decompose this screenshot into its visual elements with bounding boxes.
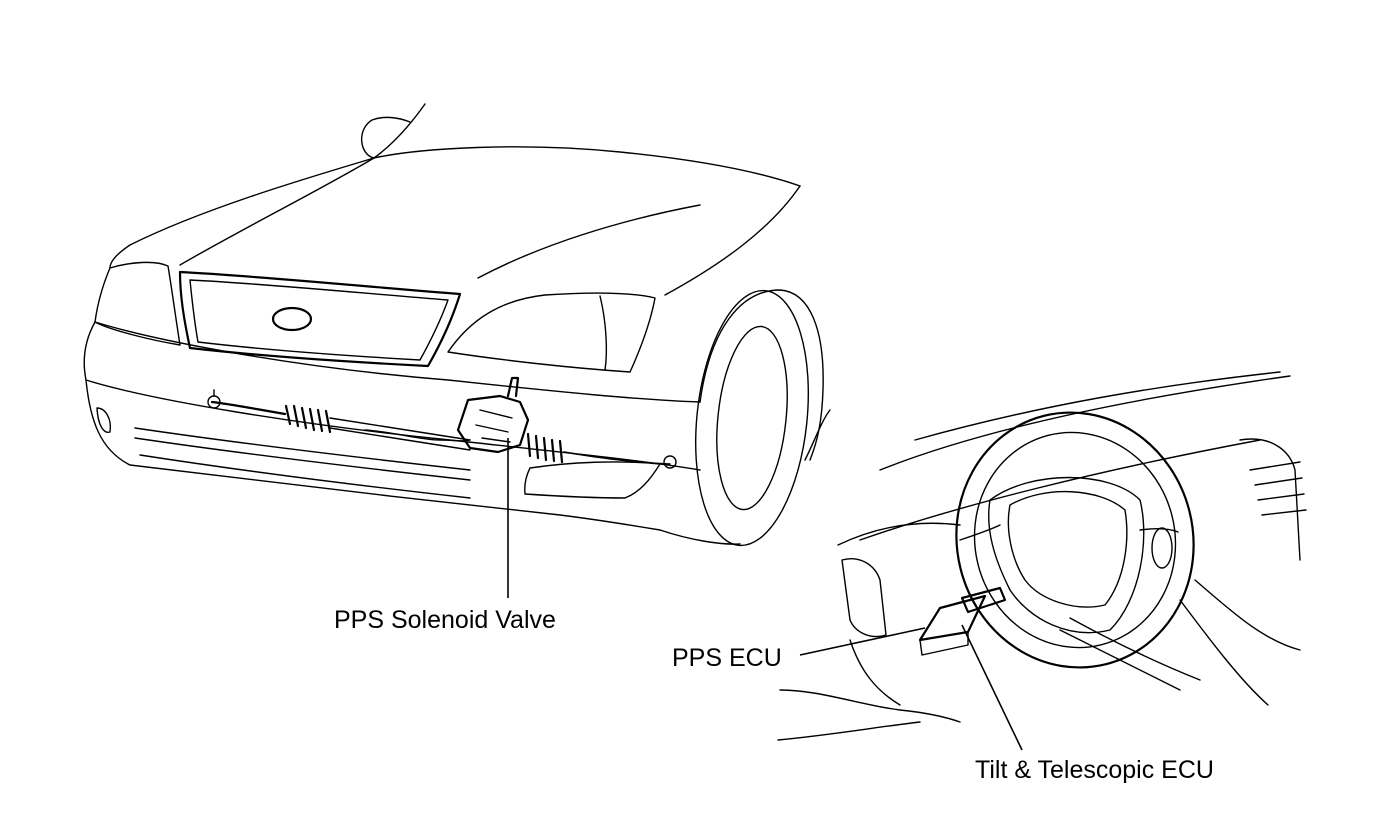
rack-boot-left [284,404,332,434]
headlight-right [447,292,656,373]
windshield-edge [373,103,426,159]
car-front-illustration [83,103,831,598]
bumper-slot-2 [134,437,471,481]
bumper-lower [85,379,701,471]
steering-column [1059,617,1201,691]
vent-right [1239,438,1301,561]
tilt-telescopic-ecu-box [960,586,1007,614]
emblem [271,306,313,332]
headlight-left [94,261,181,346]
bumper-slot-1 [134,427,471,471]
label-tilt-telescopic-ecu: Tilt & Telescopic ECU [975,756,1214,784]
grille-inner [189,279,449,361]
rack-tube [329,417,471,441]
column-switch [1151,527,1173,569]
dashboard-top [879,375,1291,471]
hydraulic-lines [364,429,471,442]
grille-outer [178,270,462,368]
steering-wheel-hub [988,476,1145,634]
fender-right [664,185,801,296]
steering-gear-housing [456,394,530,454]
instrument-panel-left [841,558,887,638]
pinion-shaft [506,376,520,398]
bumper-top [94,321,701,403]
tie-rod-left [210,400,287,416]
steering-spoke-left [959,524,1001,541]
leader-tilt-telescopic-ecu [961,624,1023,751]
leader-pps-ecu [799,627,926,656]
mirror [361,116,411,159]
hood-left-edge [109,157,375,269]
steering-rack [207,376,677,469]
bumper-outline [83,321,661,531]
pps-ecu-box [918,594,987,642]
front-tire [694,289,810,547]
fog-lamp-right [524,461,661,499]
steering-wheel-rim-inner [973,431,1177,649]
front-tire-inner [716,325,788,511]
cluster-hood [837,522,961,546]
bumper-slot-3 [139,454,471,499]
hood-top-edge [373,146,801,187]
steering-wheel-rim-outer [955,411,1195,669]
fog-lamp-left [96,407,112,433]
hood-crease-right [477,204,701,279]
label-pps-ecu: PPS ECU [672,644,782,672]
wheel-arch [699,289,824,461]
interior-illustration [777,371,1307,751]
hood-crease [179,157,375,266]
lower-dash [779,689,961,723]
rack-boot-right [526,432,564,464]
label-pps-solenoid-valve: PPS Solenoid Valve [334,606,556,634]
tie-rod-right [563,451,671,465]
dashboard-edge [914,371,1281,441]
airbag-pad [1007,490,1128,608]
